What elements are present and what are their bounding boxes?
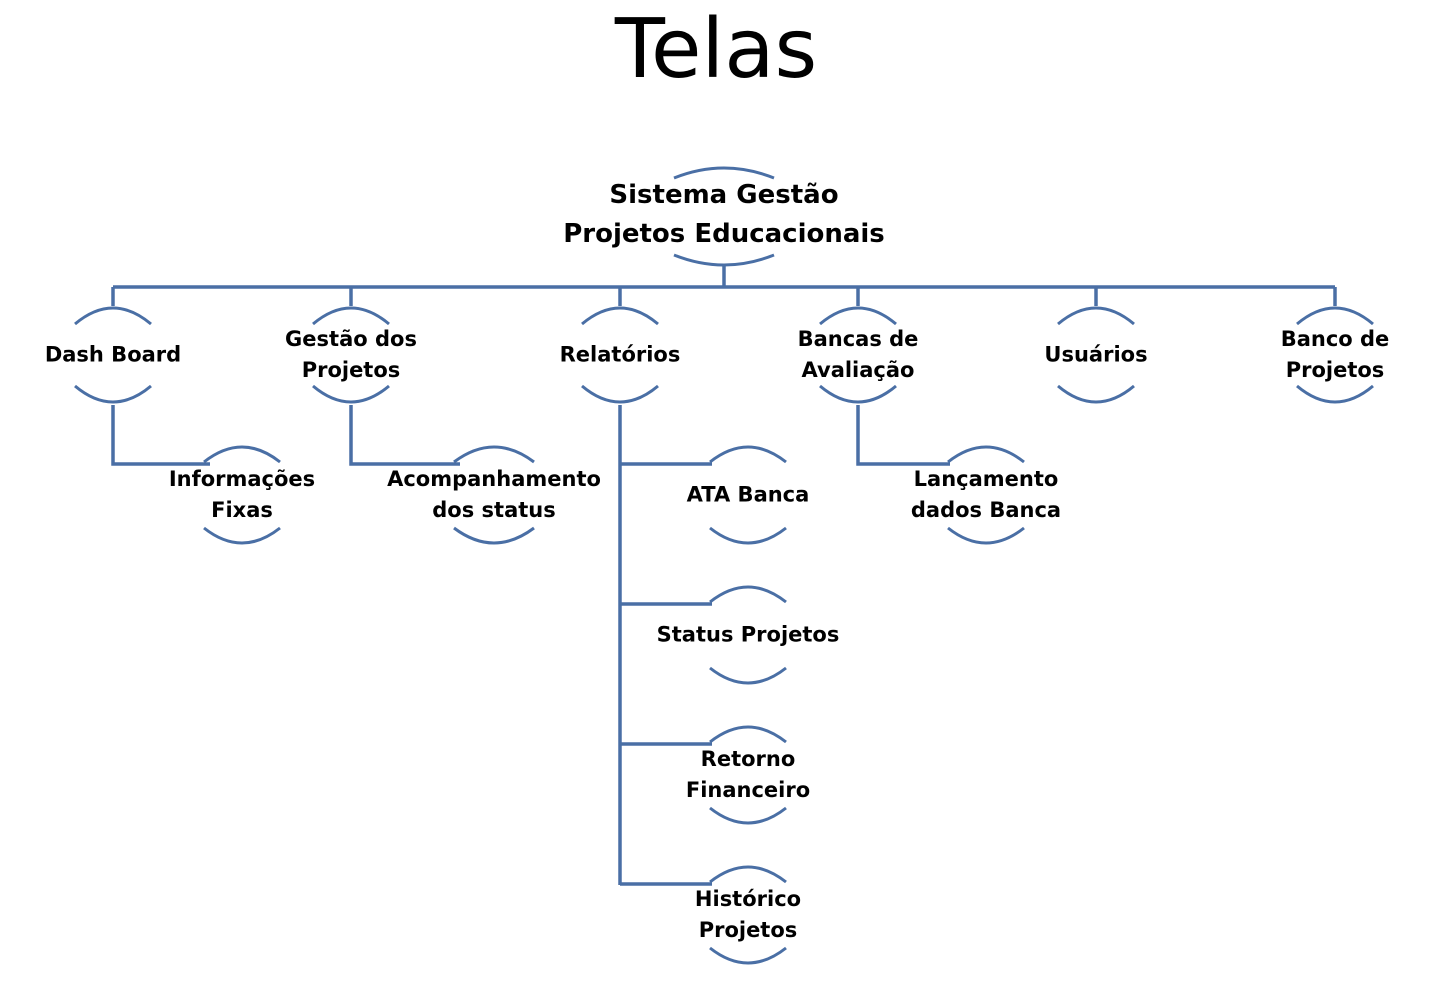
link-bancas-lancamento	[856, 405, 950, 466]
node-acompanhamento-line2: dos status	[432, 498, 556, 522]
node-informacoes: Informações Fixas	[169, 464, 315, 526]
node-lancamento-line2: dados Banca	[910, 498, 1062, 522]
node-usuarios-arcs	[1057, 306, 1135, 404]
node-dashboard-arcs	[74, 306, 152, 404]
connectors	[111, 266, 1337, 886]
node-root-line2: Projetos Educacionais	[563, 219, 885, 249]
node-banco: Banco de Projetos	[1281, 324, 1390, 386]
link-gestao-acompanhamento	[349, 405, 460, 466]
node-historico-projetos: Histórico Projetos	[695, 884, 801, 946]
node-gestao-line1: Gestão dos	[285, 327, 417, 351]
node-acompanhamento-line1: Acompanhamento	[387, 467, 601, 491]
node-dashboard-line1: Dash Board	[44, 342, 182, 367]
node-informacoes-line1: Informações	[168, 467, 316, 491]
node-dashboard: Dash Board	[45, 340, 181, 371]
node-relatorios-line1: Relatórios	[559, 342, 681, 367]
node-lancamento-line1: Lançamento	[913, 467, 1059, 491]
node-arcs	[74, 166, 1374, 965]
node-status-arcs	[709, 585, 787, 685]
node-acompanhamento-arcs	[453, 445, 535, 545]
node-root-line1: Sistema Gestão	[609, 180, 839, 210]
node-lancamento: Lançamento dados Banca	[911, 464, 1061, 526]
node-banco-arcs	[1296, 306, 1374, 404]
node-banco-line2: Projetos	[1285, 358, 1385, 382]
node-historico-projetos-line2: Projetos	[698, 918, 798, 942]
node-historico-arcs	[709, 865, 787, 965]
node-gestao-line2: Projetos	[301, 358, 401, 382]
node-usuarios: Usuários	[1044, 340, 1147, 371]
node-informacoes-line2: Fixas	[211, 498, 273, 522]
node-informacoes-arcs	[203, 445, 281, 545]
node-ata-arcs	[709, 445, 787, 545]
node-ata-banca-line1: ATA Banca	[686, 482, 810, 507]
node-usuarios-line1: Usuários	[1044, 342, 1148, 367]
node-historico-projetos-line1: Histórico	[694, 887, 802, 911]
node-gestao-arcs	[312, 306, 390, 404]
node-bancas-arcs	[819, 306, 897, 404]
node-retorno-financeiro-line1: Retorno	[700, 747, 796, 771]
node-status-projetos: Status Projetos	[657, 620, 840, 651]
node-gestao: Gestão dos Projetos	[285, 324, 417, 386]
node-root: Sistema Gestão Projetos Educacionais	[563, 176, 885, 254]
page-title: Telas	[614, 2, 818, 97]
node-relatorios-arcs	[581, 306, 659, 404]
node-banco-line1: Banco de	[1280, 327, 1390, 351]
node-retorno-financeiro: Retorno Financeiro	[686, 744, 810, 806]
node-lancamento-arcs	[947, 445, 1025, 545]
node-relatorios: Relatórios	[560, 340, 681, 371]
node-bancas: Bancas de Avaliação	[798, 324, 919, 386]
node-retorno-financeiro-line2: Financeiro	[685, 778, 811, 802]
node-bancas-line2: Avaliação	[801, 358, 915, 382]
node-bancas-line1: Bancas de	[797, 327, 919, 351]
node-ata-banca: ATA Banca	[687, 480, 810, 511]
root-arcs	[673, 166, 775, 267]
node-acompanhamento: Acompanhamento dos status	[387, 464, 601, 526]
node-status-projetos-line1: Status Projetos	[656, 622, 840, 647]
node-retorno-arcs	[709, 725, 787, 825]
link-dashboard-informacoes	[111, 405, 210, 466]
